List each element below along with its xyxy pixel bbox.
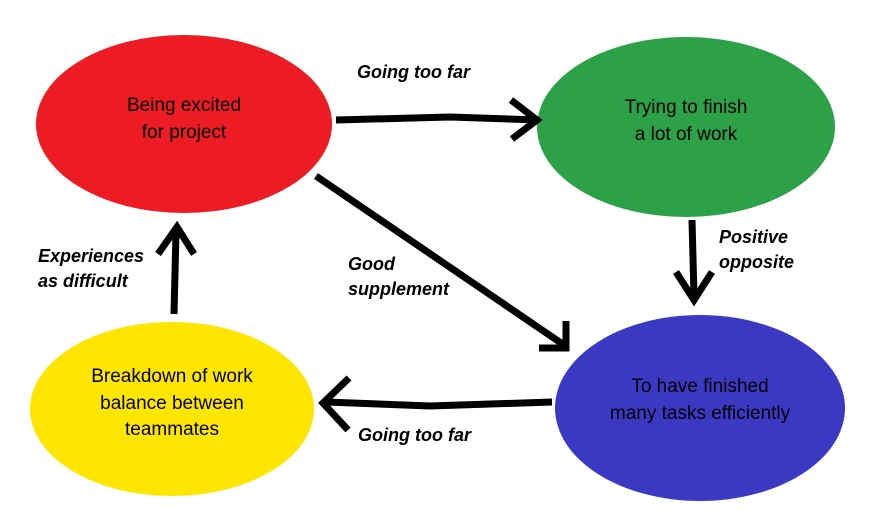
node-breakdown-of-work-balance-shape[interactable] xyxy=(30,322,314,496)
edge-positive-opposite-label: Positive opposite xyxy=(719,227,794,273)
arrow-going-too-far-top[interactable] xyxy=(335,97,543,142)
node-to-have-finished-many-tasks-shape[interactable] xyxy=(555,315,845,501)
node-trying-to-finish-shape[interactable] xyxy=(537,37,835,217)
node-being-excited-shape[interactable] xyxy=(36,35,332,213)
edge-going-too-far-top-label: Going too far xyxy=(357,62,470,82)
arrow-experiences-as-difficult[interactable] xyxy=(155,220,197,315)
arrow-going-too-far-bottom[interactable] xyxy=(318,375,553,433)
edge-experiences-as-difficult-label: Experiences as difficult xyxy=(38,246,145,292)
edge-going-too-far-bottom-label: Going too far xyxy=(358,425,471,445)
arrow-good-supplement[interactable] xyxy=(314,173,570,352)
arrow-positive-opposite[interactable] xyxy=(673,219,715,307)
edge-good-supplement-label: Good supplement xyxy=(348,254,450,300)
